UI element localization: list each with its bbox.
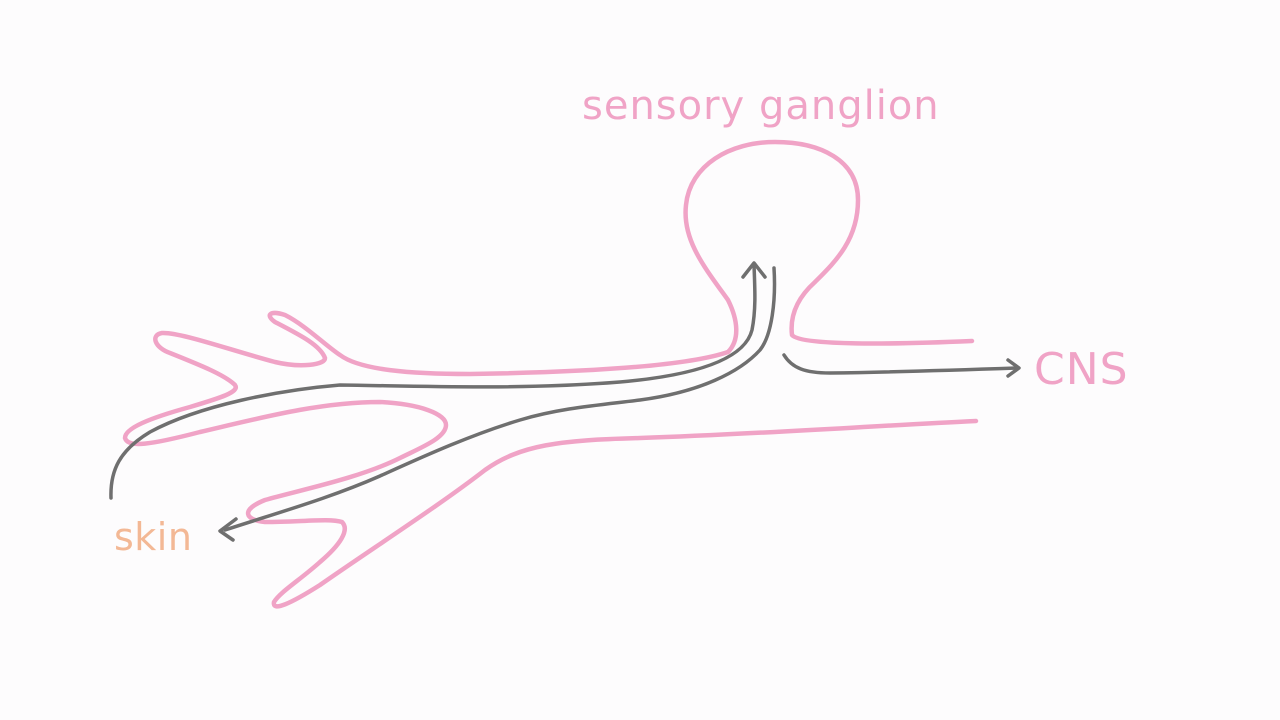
ganglion-outline [683, 139, 975, 355]
central-branch-path [782, 353, 1020, 375]
skin-label: skin [114, 515, 193, 559]
sensory-ganglion-label: sensory ganglion [582, 83, 940, 129]
arrowhead-right-icon [1006, 358, 1021, 378]
nerve-upper-outline [122, 310, 979, 609]
cns-label: CNS [1034, 344, 1129, 395]
efferent-to-skin-path [223, 266, 777, 532]
afferent-signal-path [109, 263, 757, 500]
arrowhead-up-icon [741, 261, 767, 279]
arrowhead-left-icon [218, 517, 238, 542]
